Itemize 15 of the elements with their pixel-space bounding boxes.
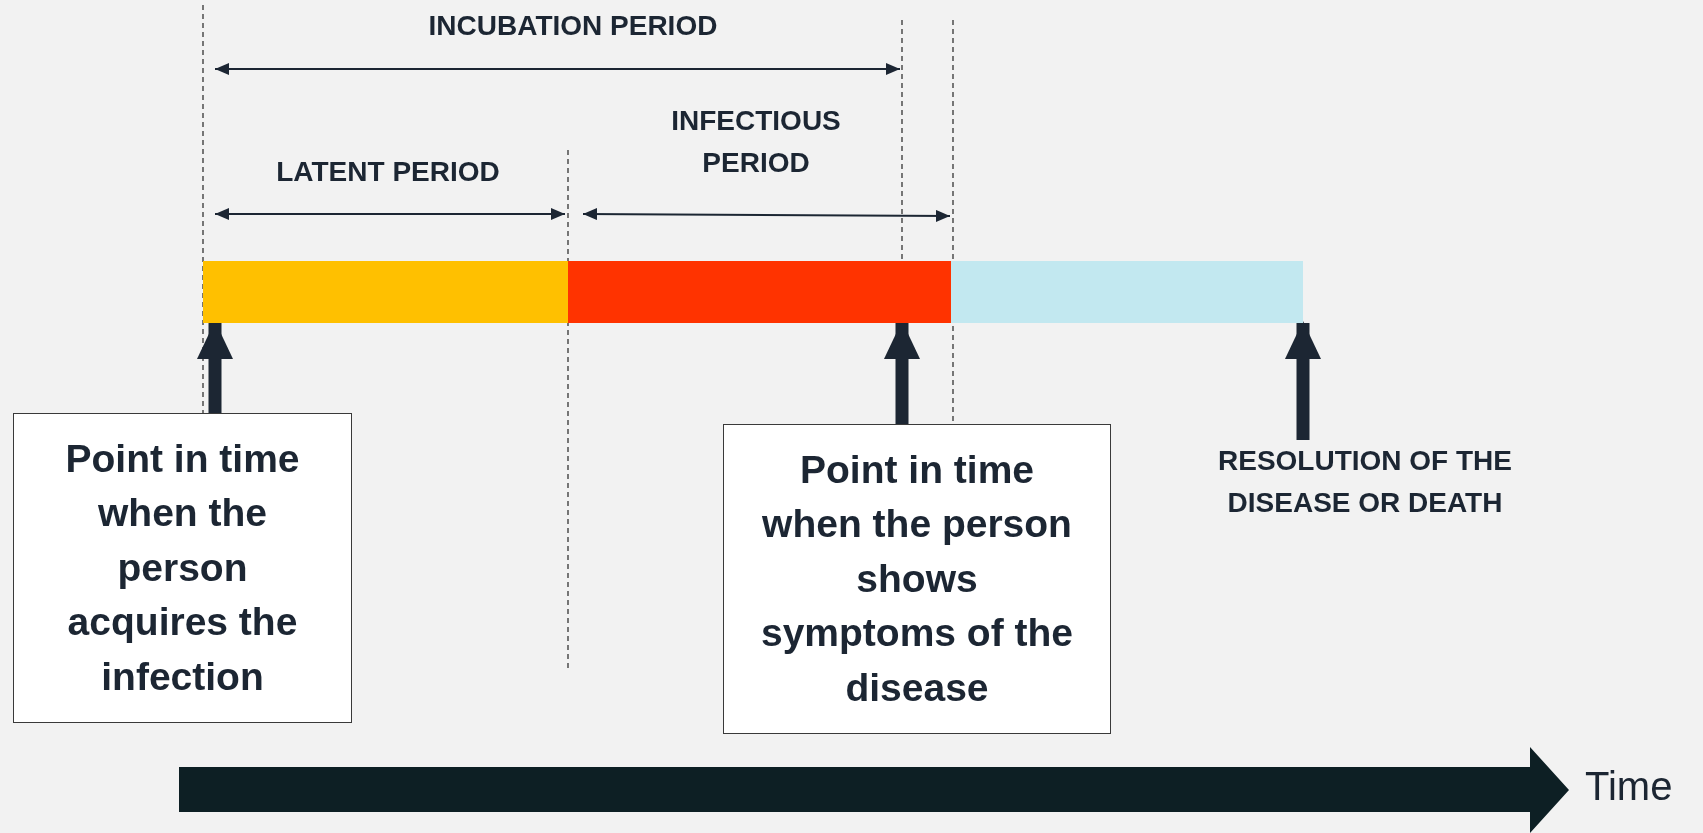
text-box — [13, 413, 352, 723]
event-description: Point in time when the person shows symptoms of the disease — [759, 446, 1074, 711]
text-box — [723, 424, 1111, 734]
timeline-segment — [568, 261, 951, 323]
up-arrow — [883, 321, 921, 424]
period-label: LATENT PERIOD — [275, 155, 501, 189]
up-arrow — [196, 321, 234, 413]
timeline-segment — [203, 261, 568, 323]
period-label: INFECTIOUS PERIOD — [670, 104, 842, 180]
event-label: RESOLUTION OF THE DISEASE OR DEATH — [1210, 440, 1520, 524]
timeline-segment — [951, 261, 1303, 323]
period-label: INCUBATION PERIOD — [427, 9, 719, 43]
axis-label: Time — [1585, 763, 1674, 810]
event-description: Point in time when the person acquires the infection — [64, 435, 301, 700]
up-arrow — [1284, 321, 1322, 440]
